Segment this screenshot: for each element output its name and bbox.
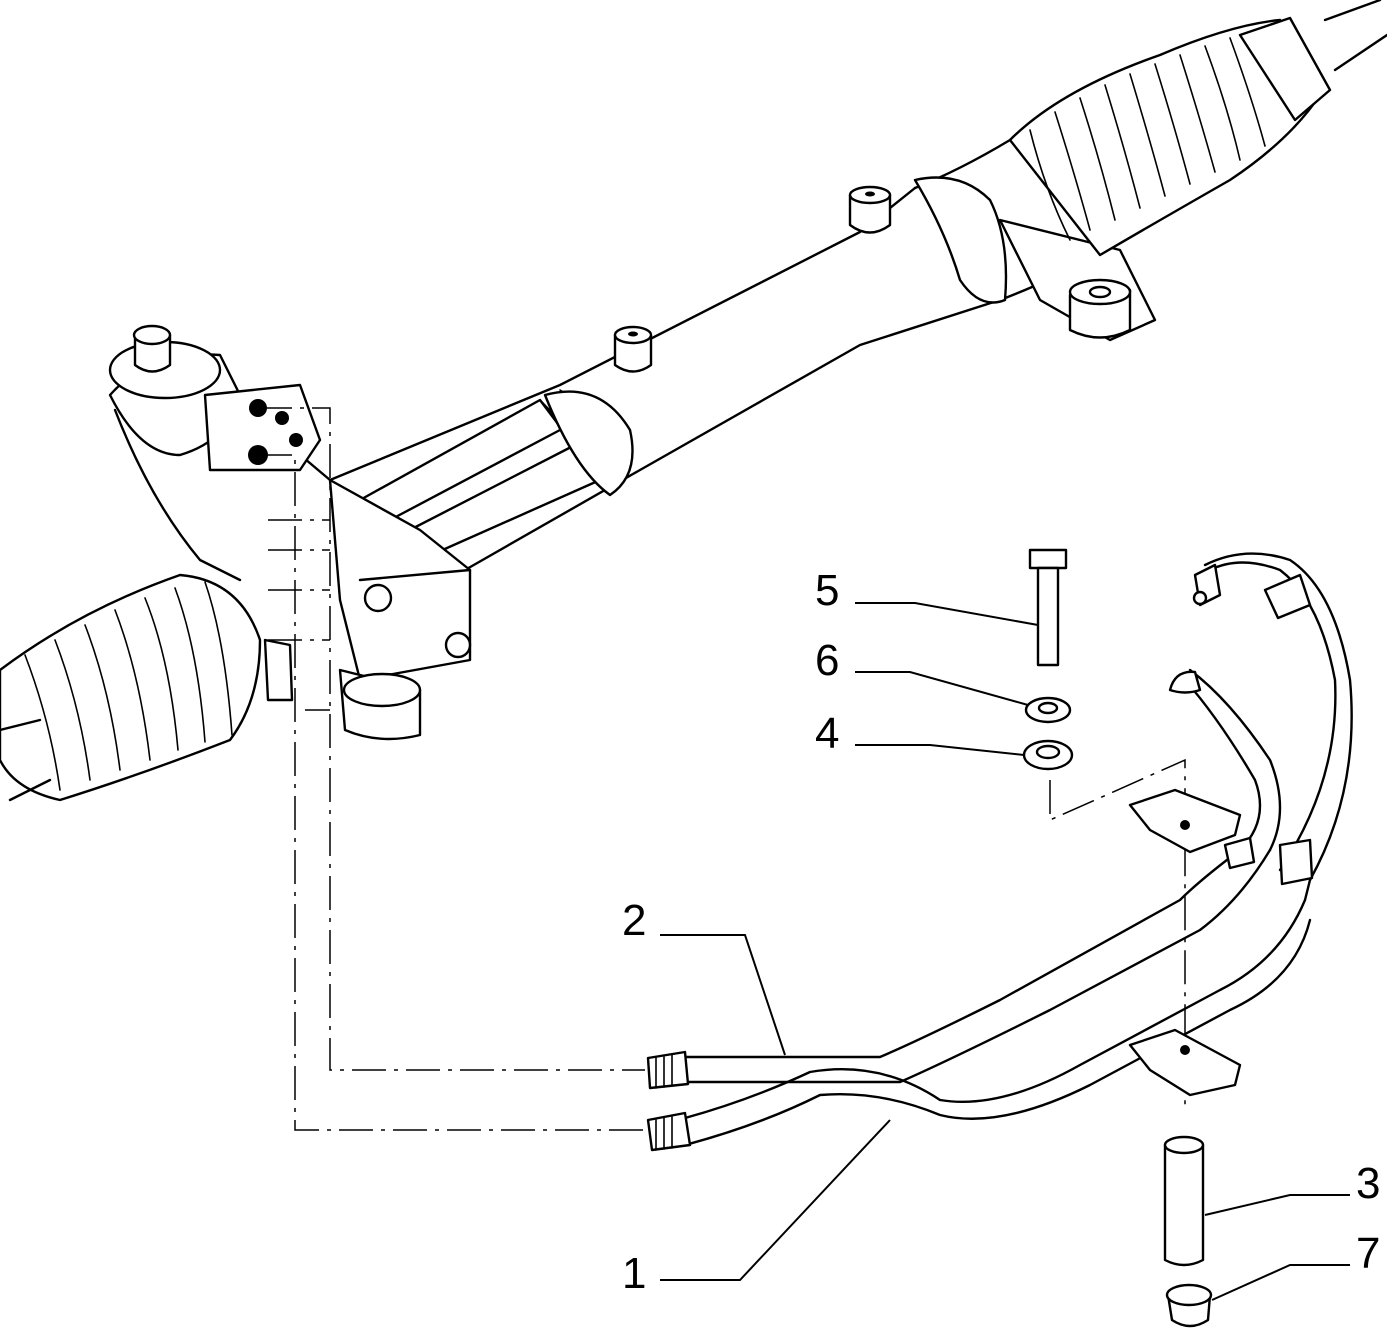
right-mounting-clamp: [913, 176, 1157, 342]
callout-1: 1: [622, 1249, 646, 1298]
callout-3: 3: [1356, 1159, 1380, 1208]
callout-7: 7: [1356, 1229, 1380, 1278]
callout-4: 4: [815, 709, 839, 758]
callout-6: 6: [815, 636, 839, 685]
upper-clamp-bracket: [1128, 788, 1242, 854]
leader-lines: [660, 602, 1350, 1301]
spacer-tube-part-3: [1163, 1135, 1205, 1267]
right-bellows-boot: [1008, 0, 1387, 257]
bolt-part-5: [1028, 548, 1068, 667]
hose-pipe-2: [683, 848, 1272, 1084]
callout-5: 5: [815, 566, 839, 615]
hose-upper-loops: [1168, 552, 1353, 886]
hose-fitting-lower: [646, 1111, 692, 1152]
pinion-valve-housing: [108, 324, 332, 582]
hose-fitting-upper: [646, 1050, 690, 1090]
washer-part-4: [1022, 739, 1074, 771]
bushing-left: [613, 325, 653, 373]
left-bellows-boot: [0, 573, 294, 802]
hose-pipe-1: [683, 878, 1312, 1147]
washer-part-6: [1024, 696, 1072, 724]
steering-rack-housing: [328, 138, 1102, 572]
nut-part-7: [1165, 1283, 1213, 1328]
lower-clamp-bracket: [1128, 1028, 1242, 1097]
bushing-right: [848, 185, 892, 234]
end-bracket: [328, 478, 472, 741]
callout-2: 2: [622, 896, 646, 945]
assembly-guide-lines: [258, 407, 1186, 1131]
